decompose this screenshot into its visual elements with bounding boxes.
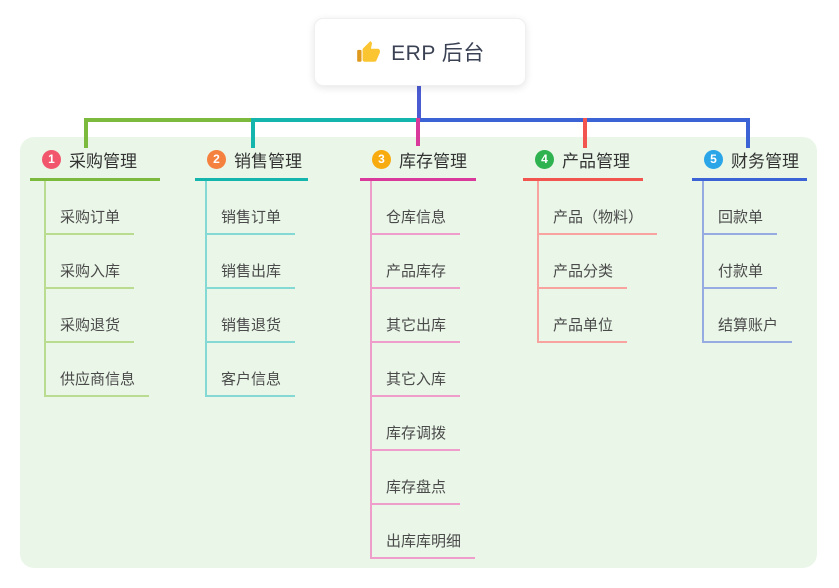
leaf-node: 其它出库 [372,289,476,343]
leaf-node-label[interactable]: 库存调拨 [372,422,461,451]
leaf-node: 仓库信息 [372,181,476,235]
leaf-node-label[interactable]: 结算账户 [704,314,793,343]
leaf-node-label[interactable]: 产品（物料） [539,206,658,235]
leaf-node-label[interactable]: 销售出库 [207,260,296,289]
leaf-node-label[interactable]: 产品单位 [539,314,628,343]
category-badge-5: 5 [704,150,723,169]
leaf-node: 销售退货 [207,289,308,343]
category-badge-4: 4 [535,150,554,169]
thumbs-up-icon [357,41,381,62]
leaf-node-label[interactable]: 采购订单 [46,206,135,235]
leaf-list-4: 产品（物料） 产品分类产品单位 [537,181,658,343]
leaf-node: 采购退货 [46,289,160,343]
category-node-4[interactable]: 4 产品管理 [523,148,643,181]
leaf-node-label[interactable]: 采购退货 [46,314,135,343]
leaf-node: 其它入库 [372,343,476,397]
leaf-list-1: 采购订单采购入库采购退货供应商信息 [44,181,160,397]
leaf-node-label[interactable]: 客户信息 [207,368,296,397]
mindmap-panel [20,137,817,568]
branch-column-3: 3 库存管理 仓库信息产品库存其它出库其它入库库存调拨库存盘点出库库明细 [360,148,476,559]
category-badge-1: 1 [42,150,61,169]
leaf-node: 产品（物料） [539,181,658,235]
leaf-node-label[interactable]: 回款单 [704,206,778,235]
leaf-list-2: 销售订单销售出库销售退货客户信息 [205,181,308,397]
leaf-node: 库存调拨 [372,397,476,451]
leaf-node-label[interactable]: 付款单 [704,260,778,289]
leaf-node: 采购入库 [46,235,160,289]
category-title-3: 库存管理 [399,152,467,171]
leaf-node-label[interactable]: 销售退货 [207,314,296,343]
category-node-2[interactable]: 2 销售管理 [195,148,308,181]
leaf-node-label[interactable]: 其它入库 [372,368,461,397]
leaf-list-5: 回款单付款单结算账户 [702,181,807,343]
branch-column-2: 2 销售管理 销售订单销售出库销售退货客户信息 [195,148,308,397]
leaf-node-label[interactable]: 库存盘点 [372,476,461,505]
leaf-node: 产品分类 [539,235,657,289]
leaf-node: 供应商信息 [46,343,160,397]
leaf-node: 回款单 [704,181,807,235]
leaf-node: 客户信息 [207,343,308,397]
category-node-1[interactable]: 1 采购管理 [30,148,160,181]
leaf-node-label[interactable]: 采购入库 [46,260,135,289]
leaf-node: 销售出库 [207,235,308,289]
leaf-node-label[interactable]: 其它出库 [372,314,461,343]
category-badge-2: 2 [207,150,226,169]
category-title-1: 采购管理 [69,152,137,171]
leaf-list-3: 仓库信息产品库存其它出库其它入库库存调拨库存盘点出库库明细 [370,181,476,559]
category-node-5[interactable]: 5 财务管理 [692,148,807,181]
leaf-node-label[interactable]: 产品分类 [539,260,628,289]
leaf-node-label[interactable]: 供应商信息 [46,368,150,397]
category-title-5: 财务管理 [731,152,799,171]
leaf-node: 出库库明细 [372,505,476,559]
leaf-node: 采购订单 [46,181,160,235]
leaf-node: 销售订单 [207,181,308,235]
leaf-node: 付款单 [704,235,807,289]
branch-column-5: 5 财务管理 回款单付款单结算账户 [692,148,807,343]
leaf-node-label[interactable]: 产品库存 [372,260,461,289]
leaf-node: 产品单位 [539,289,657,343]
leaf-node: 库存盘点 [372,451,476,505]
category-badge-3: 3 [372,150,391,169]
root-node[interactable]: ERP 后台 [314,18,526,86]
leaf-node: 结算账户 [704,289,807,343]
branch-column-4: 4 产品管理 产品（物料） 产品分类产品单位 [523,148,658,343]
category-title-2: 销售管理 [234,152,302,171]
leaf-node-label[interactable]: 销售订单 [207,206,296,235]
root-title: ERP 后台 [391,42,485,65]
leaf-node: 产品库存 [372,235,476,289]
category-title-4: 产品管理 [562,152,630,171]
category-node-3[interactable]: 3 库存管理 [360,148,476,181]
branch-column-1: 1 采购管理 采购订单采购入库采购退货供应商信息 [30,148,160,397]
leaf-node-label[interactable]: 仓库信息 [372,206,461,235]
leaf-node-label[interactable]: 出库库明细 [372,530,476,559]
